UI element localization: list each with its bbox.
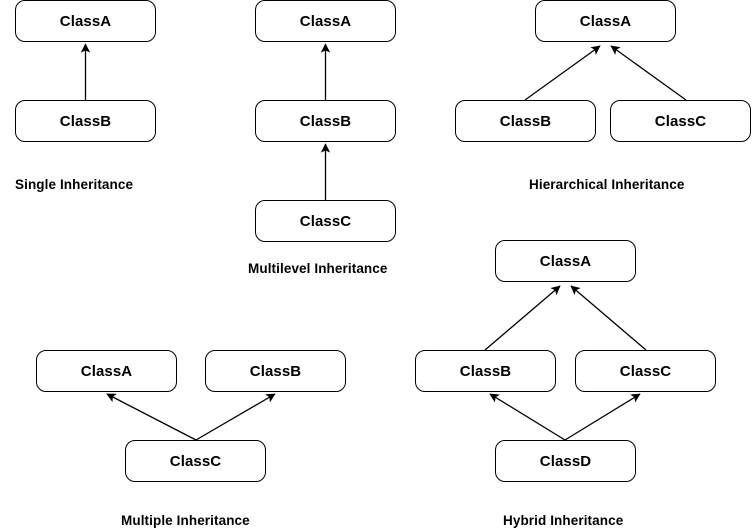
class-box-hyb-a[interactable]: ClassA — [495, 240, 636, 282]
caption-multilevel-inheritance: Multilevel Inheritance — [248, 261, 388, 276]
class-box-mult-a[interactable]: ClassA — [36, 350, 177, 392]
class-box-multi-c[interactable]: ClassC — [255, 200, 396, 242]
caption-single-inheritance: Single Inheritance — [15, 177, 134, 192]
class-box-hier-c[interactable]: ClassC — [610, 100, 751, 142]
class-box-single-a[interactable]: ClassA — [15, 0, 156, 42]
caption-hierarchical-inheritance: Hierarchical Inheritance — [529, 177, 685, 192]
class-box-multi-a[interactable]: ClassA — [255, 0, 396, 42]
inheritance-arrow-hier-c-to-hier-a — [610, 45, 687, 101]
class-box-hyb-d[interactable]: ClassD — [495, 440, 636, 482]
inheritance-arrow-mult-c-to-mult-a — [106, 393, 197, 441]
class-box-hyb-c[interactable]: ClassC — [575, 350, 716, 392]
inheritance-arrow-mult-c-to-mult-b — [195, 393, 276, 441]
inheritance-arrow-hyb-d-to-hyb-c — [564, 393, 641, 441]
class-box-mult-b[interactable]: ClassB — [205, 350, 346, 392]
inheritance-arrow-hyb-d-to-hyb-b — [489, 393, 566, 441]
inheritance-arrow-hyb-b-to-hyb-a — [484, 285, 561, 351]
class-box-hyb-b[interactable]: ClassB — [415, 350, 556, 392]
class-box-hier-b[interactable]: ClassB — [455, 100, 596, 142]
class-box-hier-a[interactable]: ClassA — [535, 0, 676, 42]
class-box-mult-c[interactable]: ClassC — [125, 440, 266, 482]
caption-hybrid-inheritance: Hybrid Inheritance — [503, 513, 624, 528]
class-box-single-b[interactable]: ClassB — [15, 100, 156, 142]
class-box-multi-b[interactable]: ClassB — [255, 100, 396, 142]
inheritance-arrow-hier-b-to-hier-a — [524, 45, 601, 101]
inheritance-arrow-hyb-c-to-hyb-a — [570, 285, 647, 351]
caption-multiple-inheritance: Multiple Inheritance — [121, 513, 250, 528]
